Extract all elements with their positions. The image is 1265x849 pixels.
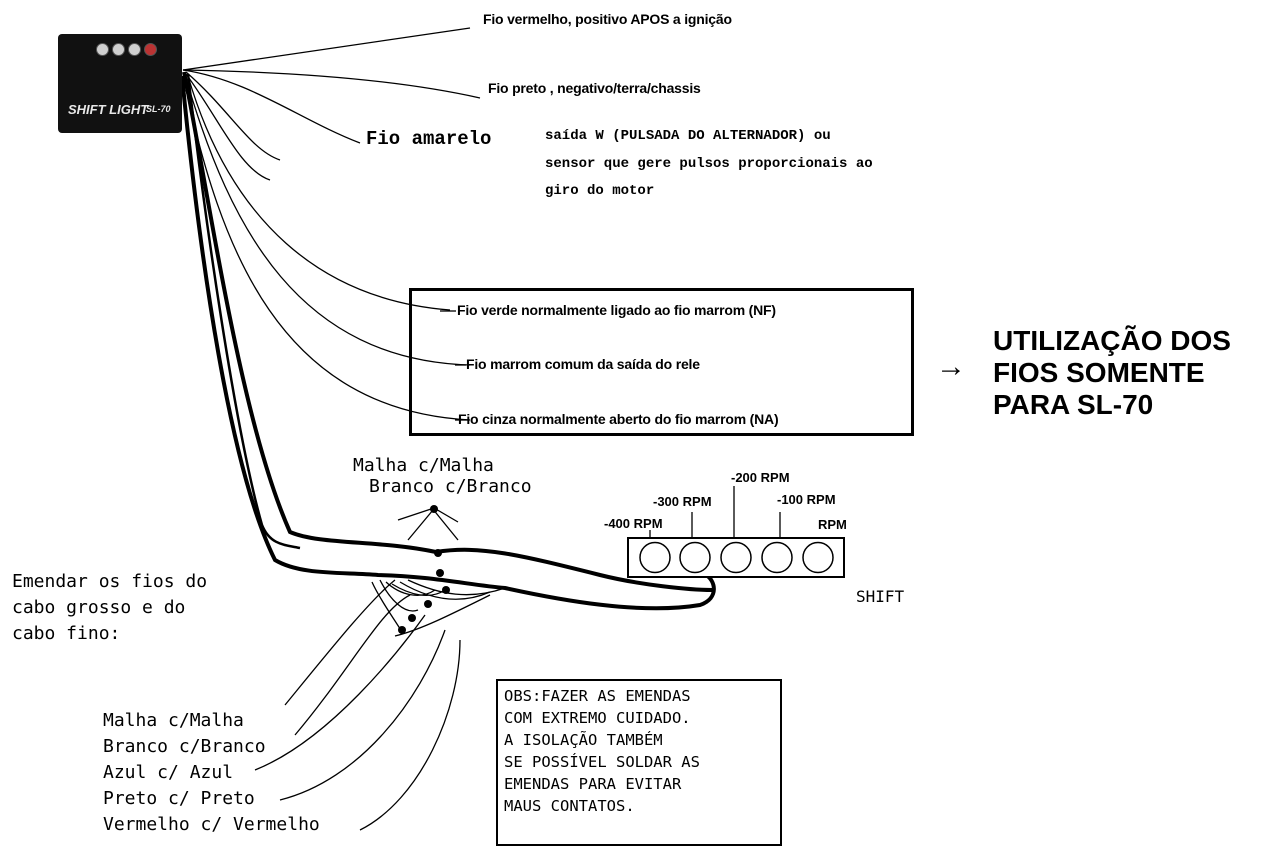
relay-note-line-3: PARA SL-70 [993,389,1154,420]
splice-instruction-3: cabo fino: [12,623,121,644]
rpm-label-100: -100 RPM [777,492,836,507]
splice-item-vermelho: Vermelho c/ Vermelho [103,814,320,835]
splice-instruction-2: cabo grosso e do [12,597,186,618]
relay-note-line-1: UTILIZAÇÃO DOS [993,325,1231,356]
splice-item-branco: Branco c/Branco [103,736,266,757]
leader-malha [284,579,396,706]
obs-note-box: OBS:FAZER AS EMENDAS COM EXTREMO CUIDADO… [496,679,782,846]
yellow-wire-desc-3: giro do motor [545,183,655,199]
thin-cable [182,71,713,592]
relay-wires-box [409,288,914,436]
device-model: SL-70 [146,104,171,114]
green-wire [187,75,451,311]
leader-branco [294,594,411,736]
obs-line-5: EMENDAS PARA EVITAR [504,775,682,793]
obs-line-4: SE POSSÍVEL SOLDAR AS [504,753,700,771]
splice-item-malha: Malha c/Malha [103,710,244,731]
arrow-icon: → [936,350,966,383]
rpm-label-shift: RPM [818,517,847,532]
brown-wire [185,77,471,366]
yellow-wire-desc-2: sensor que gere pulsos proporcionais ao [545,156,873,172]
led-400-icon [639,541,671,574]
shift-light-module: SHIFT LIGHT SL-70 [58,34,182,133]
led-2-icon [112,43,125,56]
obs-line-3: A ISOLAÇÃO TAMBÉM [504,731,663,749]
splice-item-azul: Azul c/ Azul [103,762,234,783]
relay-note-line-2: FIOS SOMENTE [993,357,1205,388]
black-wire-label: Fio preto , negativo/terra/chassis [488,80,701,96]
led-4-icon [144,43,157,56]
obs-line-6: MAUS CONTATOS. [504,797,635,815]
rpm-label-400: -400 RPM [604,516,663,531]
device-label: SHIFT LIGHT [68,102,149,117]
led-1-icon [96,43,109,56]
relay-note: UTILIZAÇÃO DOS FIOS SOMENTE PARA SL-70 [993,325,1231,421]
yellow-wire [182,69,361,144]
rpm-label-300: -300 RPM [653,494,712,509]
red-wire-label: Fio vermelho, positivo APOS a ignição [483,11,732,27]
led-3-icon [128,43,141,56]
brown-wire-label: Fio marrom comum da saída do rele [466,356,700,372]
rpm-label-200: -200 RPM [731,470,790,485]
leader-preto [279,629,446,801]
splice-instruction-1: Emendar os fios do [12,571,208,592]
thin-splice-line-1: Malha c/Malha [353,455,494,476]
shift-leds [639,541,834,574]
obs-line-1: OBS:FAZER AS EMENDAS [504,687,691,705]
led-shift-icon [802,541,834,574]
yellow-wire-desc-1: saída W (PULSADA DO ALTERNADOR) ou [545,128,831,144]
shift-led-bar [627,537,845,578]
gray-wire [183,79,471,421]
black-wire [182,69,481,99]
yellow-wire-name: Fio amarelo [366,128,492,150]
thin-splice-line-2: Branco c/Branco [369,476,532,497]
red-wire [182,27,471,71]
thick-cable [180,75,716,611]
leader-vermelho [359,639,461,831]
gray-wire-label: Fio cinza normalmente aberto do fio marr… [458,411,779,427]
led-100-icon [761,541,793,574]
obs-line-2: COM EXTREMO CUIDADO. [504,709,691,727]
led-200-icon [720,541,752,574]
green-wire-label: Fio verde normalmente ligado ao fio marr… [457,302,776,318]
led-300-icon [679,541,711,574]
splice-item-preto: Preto c/ Preto [103,788,255,809]
shift-caption: SHIFT [856,587,905,606]
